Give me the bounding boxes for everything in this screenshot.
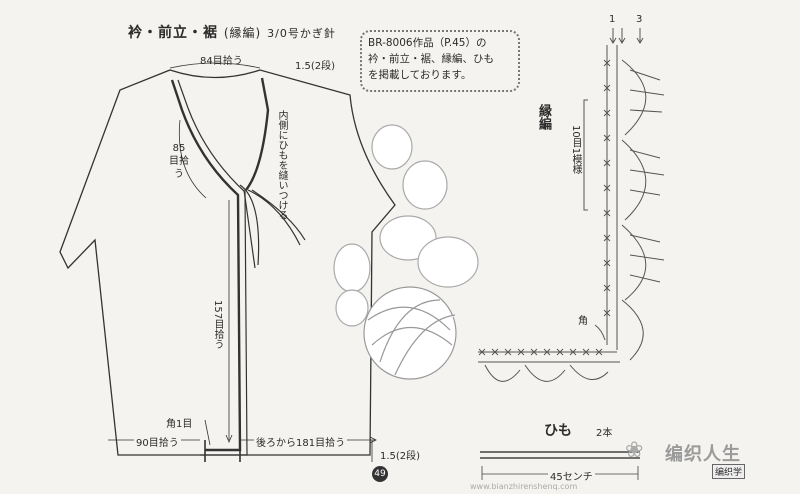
brand-name: 编织人生 [665, 444, 741, 465]
chart-arrow-row1 [609, 28, 617, 44]
corner-label: 角1目 [166, 419, 193, 430]
cord-title: ひも [544, 423, 572, 439]
cord-count: 2本 [596, 428, 613, 439]
front-band [170, 79, 242, 452]
cord-length: 45センチ [548, 468, 595, 483]
note-box: BR-8006作品（P.45）の 衿・前立・裾、縁編、ひも を掲載しております。 [360, 30, 520, 92]
brand-logo-icon: ❀ [625, 438, 644, 463]
cord-diagram [480, 451, 640, 480]
edge-rows-top-label: 1.5(2段) [295, 61, 336, 72]
hem-left-label: 90目拾う [134, 434, 181, 449]
title-main: 衿・前立・裾 [128, 25, 218, 41]
cactus-yarn-decoration [333, 124, 479, 380]
note-line-2: 衿・前立・裾、縁編、ひも [368, 53, 494, 65]
inner-tie-note: 内側にひもを縫いつける [276, 110, 287, 220]
center-count-label: 157目拾う [212, 300, 223, 350]
brand-tag: 编织学 [712, 464, 746, 479]
chart-row-3: 3 [636, 14, 643, 25]
chart-title: 縁編 [536, 104, 551, 130]
page-number: 49 [372, 466, 388, 482]
chart-arrow-row3 [636, 28, 644, 44]
diagram-title: 衿・前立・裾 (縁編) 3/0号かぎ針 [128, 22, 336, 42]
tie-cord [239, 184, 306, 269]
note-line-3: を掲載しております。 [368, 69, 472, 81]
chart-row-1: 1 [609, 14, 616, 25]
chart-corner-label: 角 [578, 316, 588, 327]
watermark: www.bianzhirenshenq.com [470, 482, 578, 491]
chart-repeat-label: 10目1模様 [570, 125, 581, 175]
hook-size: 3/0号かぎ針 [267, 27, 336, 40]
note-line-1: BR-8006作品（P.45）の [368, 37, 487, 49]
neck-count-label: 84目拾う [200, 56, 243, 67]
garment-outline [59, 69, 396, 456]
neck-band [245, 77, 270, 191]
front-dimension-arrow [225, 200, 233, 444]
crochet-chart [478, 28, 665, 382]
edge-rows-bottom-label: 1.5(2段) [380, 451, 421, 462]
front-count-label: 85目拾う [169, 143, 189, 180]
chart-x-stitches [478, 59, 611, 356]
hem-right-label: 後ろから181目拾う [254, 434, 348, 449]
title-sub: (縁編) [223, 26, 262, 40]
